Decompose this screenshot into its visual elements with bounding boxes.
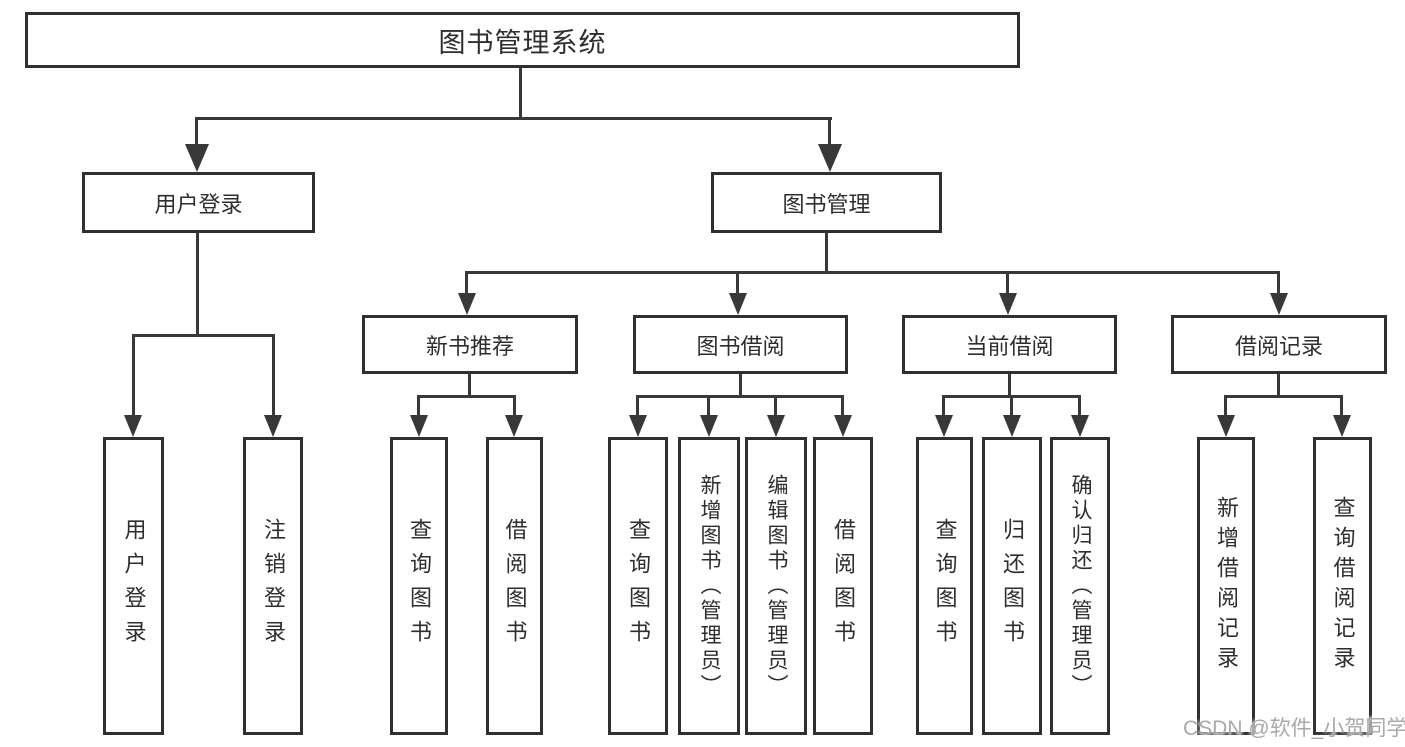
leaf-newbook-query-label: 查询图书 bbox=[407, 518, 432, 654]
arrowhead-down-icon bbox=[700, 415, 718, 437]
leaf-records-query: 查询借阅记录 bbox=[1313, 437, 1372, 735]
connector-to-book-borrow bbox=[736, 271, 739, 295]
connector-to-leaf-user-login bbox=[132, 334, 135, 417]
leaf-borrow-edit-label: 编辑图书（管理员） bbox=[765, 473, 788, 699]
leaf-newbook-borrow-label: 借阅图书 bbox=[502, 518, 528, 654]
arrowhead-down-icon bbox=[818, 144, 842, 172]
connector-user-login-split bbox=[132, 334, 275, 337]
node-user-login-label: 用户登录 bbox=[154, 191, 243, 217]
node-root: 图书管理系统 bbox=[25, 12, 1020, 68]
node-borrow-records: 借阅记录 bbox=[1171, 315, 1387, 374]
arrowhead-down-icon bbox=[767, 415, 785, 437]
arrowhead-down-icon bbox=[124, 415, 142, 437]
connector-user-login-stem bbox=[196, 233, 199, 335]
node-book-borrow-label: 图书借阅 bbox=[696, 333, 785, 359]
connector-leaf bbox=[513, 395, 516, 417]
arrowhead-down-icon bbox=[1071, 415, 1089, 437]
leaf-borrow-edit: 编辑图书（管理员） bbox=[745, 437, 807, 735]
csdn-watermark: CSDN @软件_小贺同学 bbox=[1183, 717, 1405, 740]
arrowhead-down-icon bbox=[834, 415, 852, 437]
node-book-borrow: 图书借阅 bbox=[633, 315, 848, 374]
connector-to-book-mgmt bbox=[828, 117, 831, 146]
connector-leaf bbox=[636, 395, 639, 417]
leaf-user-login: 用户登录 bbox=[103, 437, 164, 735]
arrowhead-down-icon bbox=[410, 415, 428, 437]
node-borrow-records-label: 借阅记录 bbox=[1234, 333, 1323, 359]
connector-leaf bbox=[417, 395, 420, 417]
node-book-mgmt-label: 图书管理 bbox=[782, 191, 871, 217]
connector-new-book-stem bbox=[468, 374, 471, 398]
connector-leaf bbox=[1010, 395, 1013, 417]
node-user-login: 用户登录 bbox=[82, 172, 315, 233]
connector-root-stem bbox=[519, 68, 522, 118]
leaf-newbook-query: 查询图书 bbox=[390, 437, 448, 735]
leaf-logout: 注销登录 bbox=[243, 437, 303, 735]
arrowhead-down-icon bbox=[505, 415, 523, 437]
connector-leaf bbox=[841, 395, 844, 417]
connector-book-mgmt-split bbox=[465, 271, 1280, 274]
connector-leaf bbox=[1224, 395, 1227, 417]
arrowhead-down-icon bbox=[264, 415, 282, 437]
leaf-current-query-label: 查询图书 bbox=[932, 518, 958, 654]
leaf-current-return-label: 归还图书 bbox=[1000, 518, 1025, 654]
connector-book-borrow-stem bbox=[739, 374, 742, 398]
connector-new-book-split bbox=[417, 395, 515, 398]
leaf-newbook-borrow: 借阅图书 bbox=[486, 437, 543, 735]
connector-leaf bbox=[942, 395, 945, 417]
leaf-borrow-query-label: 查询图书 bbox=[626, 518, 651, 654]
connector-leaf bbox=[1078, 395, 1081, 417]
connector-borrow-records-stem bbox=[1277, 374, 1280, 398]
arrowhead-down-icon bbox=[1217, 415, 1235, 437]
connector-to-current-borrow bbox=[1006, 271, 1009, 295]
arrowhead-down-icon bbox=[1333, 415, 1351, 437]
connector-leaf bbox=[707, 395, 710, 417]
node-new-book-rec: 新书推荐 bbox=[362, 315, 578, 374]
connector-to-user-login bbox=[195, 117, 198, 146]
leaf-borrow-add-label: 新增图书（管理员） bbox=[698, 473, 721, 699]
arrowhead-down-icon bbox=[1270, 293, 1288, 315]
connector-to-borrow-records bbox=[1277, 271, 1280, 295]
node-new-book-rec-label: 新书推荐 bbox=[425, 333, 514, 359]
arrowhead-down-icon bbox=[185, 144, 209, 172]
connector-to-leaf-logout bbox=[272, 334, 275, 417]
connector-current-borrow-stem bbox=[1008, 374, 1011, 398]
node-current-borrow-label: 当前借阅 bbox=[965, 333, 1054, 359]
arrowhead-down-icon bbox=[935, 415, 953, 437]
leaf-current-confirm-label: 确认归还（管理员） bbox=[1069, 473, 1092, 699]
leaf-current-query: 查询图书 bbox=[916, 437, 973, 735]
leaf-current-confirm: 确认归还（管理员） bbox=[1050, 437, 1110, 735]
node-book-mgmt: 图书管理 bbox=[711, 172, 942, 233]
connector-to-new-book-rec bbox=[465, 271, 468, 295]
leaf-user-login-label: 用户登录 bbox=[121, 518, 147, 654]
connector-leaf bbox=[1340, 395, 1343, 417]
leaf-records-add-label: 新增借阅记录 bbox=[1214, 496, 1239, 676]
leaf-borrow-borrow: 借阅图书 bbox=[813, 437, 873, 735]
arrowhead-down-icon bbox=[729, 293, 747, 315]
leaf-records-query-label: 查询借阅记录 bbox=[1330, 496, 1356, 676]
leaf-borrow-query: 查询图书 bbox=[608, 437, 668, 735]
arrowhead-down-icon bbox=[999, 293, 1017, 315]
arrowhead-down-icon bbox=[1003, 415, 1021, 437]
leaf-borrow-add: 新增图书（管理员） bbox=[678, 437, 740, 735]
connector-root-split bbox=[195, 117, 832, 120]
node-current-borrow: 当前借阅 bbox=[902, 315, 1117, 374]
arrowhead-down-icon bbox=[629, 415, 647, 437]
arrowhead-down-icon bbox=[458, 293, 476, 315]
leaf-borrow-borrow-label: 借阅图书 bbox=[831, 518, 856, 654]
connector-borrow-records-split bbox=[1224, 395, 1342, 398]
connector-book-borrow-split bbox=[636, 395, 843, 398]
connector-leaf bbox=[774, 395, 777, 417]
leaf-logout-label: 注销登录 bbox=[261, 518, 286, 654]
connector-book-mgmt-stem bbox=[825, 233, 828, 272]
leaf-records-add: 新增借阅记录 bbox=[1197, 437, 1255, 735]
leaf-current-return: 归还图书 bbox=[982, 437, 1042, 735]
node-root-label: 图书管理系统 bbox=[438, 27, 607, 58]
